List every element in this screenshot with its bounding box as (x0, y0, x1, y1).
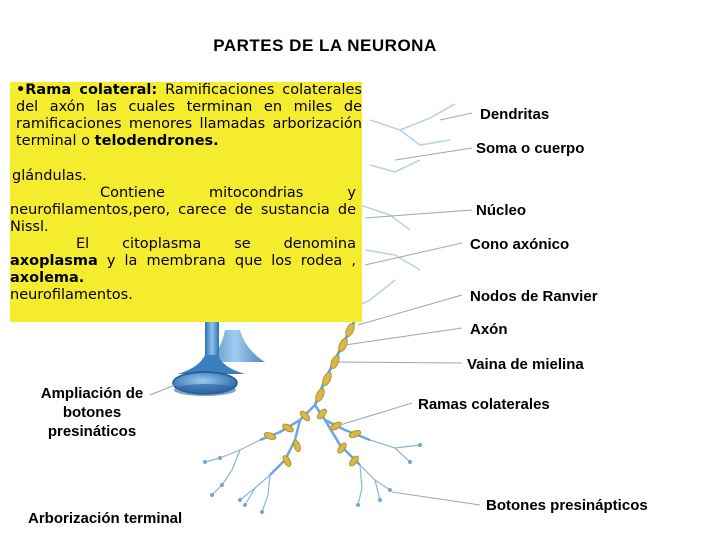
axon-trunk (205, 320, 219, 360)
trailing-fragment: neurofilamentos. (10, 287, 133, 303)
label-dendritas: Dendritas (480, 106, 550, 123)
paragraph-mitochondria: Contiene mitocondrias y neurofilamentos,… (10, 185, 356, 235)
label-botones-presinapticos: Botones presinápticos (486, 497, 648, 514)
terminal-boutons (203, 443, 422, 514)
label-ampliacion: Ampliación de botones presináticos (40, 385, 144, 440)
textbox-upper: •Rama colateral: Ramificaciones colatera… (16, 82, 362, 150)
page-title: PARTES DE LA NEURONA (213, 36, 437, 55)
label-arborizacion: Arborización terminal (28, 510, 183, 527)
pointer-lines (149, 112, 481, 506)
myelinated-axon (313, 319, 357, 406)
paragraph-collateral: •Rama colateral: Ramificaciones colatera… (16, 82, 362, 149)
label-ramas-colaterales: Ramas colaterales (418, 396, 550, 413)
presynaptic-bulb (172, 355, 245, 396)
axon-hillock (205, 330, 265, 362)
label-vaina-mielina: Vaina de mielina (467, 356, 584, 373)
paragraph-axoplasm: El citoplasma se denomina axoplasma y la… (10, 236, 356, 286)
label-nucleo: Núcleo (476, 202, 527, 219)
description-textbox: glándulas. Contiene mitocondrias y neuro… (10, 82, 362, 322)
label-nodos-ranvier: Nodos de Ranvier (470, 288, 598, 305)
textbox-lower: glándulas. Contiene mitocondrias y neuro… (10, 168, 356, 304)
label-cono-axonico: Cono axónico (470, 236, 570, 253)
dendrite-tree (339, 103, 456, 316)
hidden-fragment: glándulas. (12, 168, 87, 184)
label-soma: Soma o cuerpo (476, 140, 585, 157)
label-axon: Axón (470, 321, 508, 338)
terminal-arborization (204, 439, 421, 513)
